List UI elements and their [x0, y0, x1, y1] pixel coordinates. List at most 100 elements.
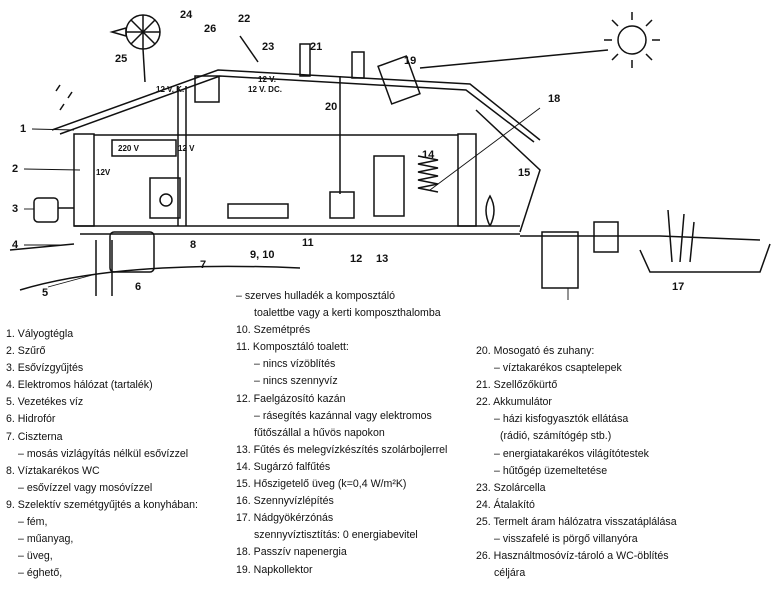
legend-subitem: (rádió, számítógép stb.): [500, 430, 612, 443]
legend-item: 17. Nádgyökérzónás: [236, 512, 334, 525]
septic-tank-icon: [541, 231, 579, 289]
wall-left: [73, 133, 95, 227]
label-15: 15: [518, 167, 530, 179]
legend-item: 14. Sugárzó falfűtés: [236, 460, 331, 473]
legend-subitem: – házi kisfogyasztók ellátása: [494, 413, 629, 426]
legend-item: 4. Elektromos hálózat (tartalék): [6, 379, 153, 392]
compost-toilet-11: [329, 191, 355, 219]
label-23: 23: [262, 41, 274, 53]
well-pipe: [95, 240, 113, 296]
legend-subitem: – üveg,: [18, 550, 53, 563]
legend-item: 6. Hidrofór: [6, 413, 56, 426]
legend-item: 11. Komposztáló toalett:: [236, 341, 349, 354]
roof-inner: [59, 75, 535, 143]
legend-subitem: – rásegítés kazánnal vagy elektromos: [254, 409, 432, 422]
legend-item: 19. Napkollektor: [236, 563, 313, 576]
rain-icon: [55, 84, 73, 111]
legend-item: 22. Akkumulátor: [476, 396, 552, 409]
solar-collector-icon: [377, 55, 421, 105]
label-7: 7: [200, 259, 206, 271]
legend-item: 25. Termelt áram hálózatra visszatáplálá…: [476, 515, 677, 528]
wind-turbine-icon: [109, 14, 161, 83]
power-box-220: [111, 139, 177, 157]
sun-icon: [604, 12, 660, 68]
legend-item: 12. Faelgázosító kazán: [236, 392, 346, 405]
legend-item: 10. Szemétprés: [236, 324, 311, 337]
kitchen-sink-20: [227, 203, 289, 219]
label-21: 21: [310, 41, 322, 53]
wall-right: [457, 133, 477, 227]
legend-subitem: – éghető,: [18, 567, 63, 580]
legend-subitem: – műanyag,: [18, 533, 74, 546]
legend-item: 7. Ciszterna: [6, 430, 63, 443]
legend-subitem: – fém,: [18, 516, 48, 529]
legend-item: 9. Szelektív szemétgyűjtés a konyhában:: [6, 498, 198, 511]
legend-subitem: – hűtőgép üzemeltetése: [494, 464, 608, 477]
legend-column-3: 20. Mosogató és zuhany: – víztakarékos c…: [476, 343, 772, 582]
drain-well: [593, 221, 619, 253]
legend-subitem: – energiatakarékos világítótestek: [494, 447, 649, 460]
label-8: 8: [190, 239, 196, 251]
label-18: 18: [548, 93, 560, 105]
reed-plant-icon: [667, 209, 695, 263]
house-diagram: 1 2 3 4 5 6 7 8 9, 10 11 12 13 14 15 16 …: [9, 9, 771, 300]
label-9-10: 9, 10: [250, 249, 274, 261]
label-26: 26: [204, 23, 216, 35]
rain-barrel-icon: [33, 197, 59, 223]
label-25: 25: [115, 53, 127, 65]
legend-item: 20. Mosogató és zuhany:: [476, 345, 595, 357]
legend-item: 16. Szennyvízlépítés: [236, 495, 334, 508]
legend-item: 8. Víztakarékos WC: [6, 464, 100, 477]
radiant-heating-14: [417, 155, 439, 193]
box-label-220v: 220 V: [118, 144, 140, 153]
box-label-12v-c: 12V: [96, 168, 111, 177]
legend-subitem: szennyvíztisztítás: 0 energiabevitel: [254, 529, 418, 542]
label-24: 24: [180, 9, 193, 21]
legend-item: 21. Szellőzőkürtő: [476, 379, 558, 392]
label-14: 14: [422, 149, 435, 161]
legend-item: 15. Hőszigetelő üveg (k=0,4 W/m²K): [236, 478, 407, 491]
chimney-icon: [351, 51, 365, 79]
label-19: 19: [404, 55, 416, 67]
box-label-12vk: 12 V. K.: [156, 85, 184, 94]
vent-chimney-21: [299, 43, 311, 77]
legend-item: 3. Esővízgyűjtés: [6, 362, 84, 375]
box-label-12v: 12 V.: [258, 75, 276, 84]
legend-subitem: – mosás vizlágyítás nélkül esővízzel: [18, 447, 189, 460]
greenhouse-glass: [475, 109, 541, 233]
cistern-icon: [109, 231, 155, 273]
roof-outline: [51, 69, 541, 141]
legend-subitem: céljára: [494, 567, 526, 580]
reed-bed-icon: [639, 243, 771, 273]
legend-item: 5. Vezetékes víz: [6, 396, 84, 409]
shrub-icon: [485, 194, 495, 227]
label-4: 4: [12, 239, 19, 251]
legend-subitem: – nincs szennyvíz: [254, 375, 338, 388]
legend-subitem: – víztakarékos csaptelepek: [494, 362, 622, 375]
ground-slope: [19, 265, 301, 291]
legend-item: 23. Szolárcella: [476, 481, 546, 494]
label-22: 22: [238, 13, 250, 25]
label-20: 20: [325, 101, 337, 113]
label-17: 17: [672, 281, 684, 293]
label-6: 6: [135, 281, 141, 293]
legend-item: 26. Használtmosóvíz-tároló a WC-öblítés: [476, 550, 669, 563]
solar-cell-icon: [239, 35, 259, 63]
legend-item: 24. Átalakító: [476, 498, 535, 511]
legend-subitem: toalettbe vagy a kerti komposzthalomba: [254, 307, 441, 320]
box-label-12vdc: 12 V. DC.: [248, 85, 282, 94]
legend-subitem: fűtőszállal a hűvös napokon: [254, 426, 385, 439]
legend-item: 2. Szűrő: [6, 345, 46, 358]
label-11: 11: [302, 237, 314, 249]
legend-column-1: 1. Vályogtégla 2. Szűrő 3. Esővízgyűjtés…: [6, 326, 231, 582]
label-1: 1: [20, 123, 26, 135]
label-13: 13: [376, 253, 388, 265]
legend-subitem: – visszafelé is pörgő villanyóra: [494, 533, 638, 546]
legend-subitem: – esővízzel vagy mosóvízzel: [18, 481, 153, 494]
legend-item: 18. Passzív napenergia: [236, 546, 347, 559]
legend-item: 13. Fűtés és melegvízkészítés szolárbojl…: [236, 443, 448, 456]
legend-item: 1. Vályogtégla: [6, 328, 74, 340]
label-2: 2: [12, 163, 18, 175]
solar-boiler-13: [373, 155, 405, 217]
boiler-12: [149, 177, 181, 219]
